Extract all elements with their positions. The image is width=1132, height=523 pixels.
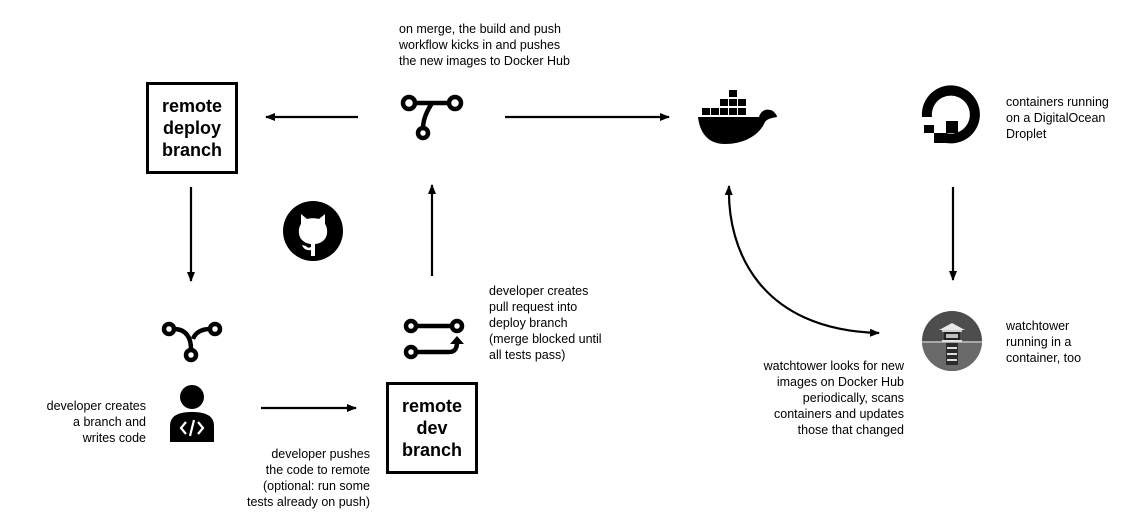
git-merge-icon (400, 94, 464, 141)
watchtower-icon (922, 311, 982, 371)
arrow-docker-watchtower (724, 185, 880, 337)
git-pull-request-icon (403, 318, 465, 360)
github-icon (283, 201, 343, 261)
remote-dev-branch-box: remote dev branch (386, 382, 478, 474)
merge-workflow-note: on merge, the build and push workflow ki… (399, 22, 570, 68)
digitalocean-icon (921, 85, 980, 144)
docker-icon (698, 90, 777, 144)
push-note: developer pushes the code to remote (opt… (247, 447, 370, 509)
watchtower-note: watchtower running in a container, too (1006, 319, 1082, 365)
remote-deploy-branch-box: remote deploy branch (146, 82, 238, 174)
git-branch-icon (161, 321, 223, 363)
developer-icon (170, 385, 214, 442)
watchtower-looks-note: watchtower looks for new images on Docke… (763, 359, 904, 437)
developer-note: developer creates a branch and writes co… (46, 399, 146, 445)
pull-request-note: developer creates pull request into depl… (489, 284, 602, 362)
droplet-note: containers running on a DigitalOcean Dro… (1006, 95, 1109, 141)
